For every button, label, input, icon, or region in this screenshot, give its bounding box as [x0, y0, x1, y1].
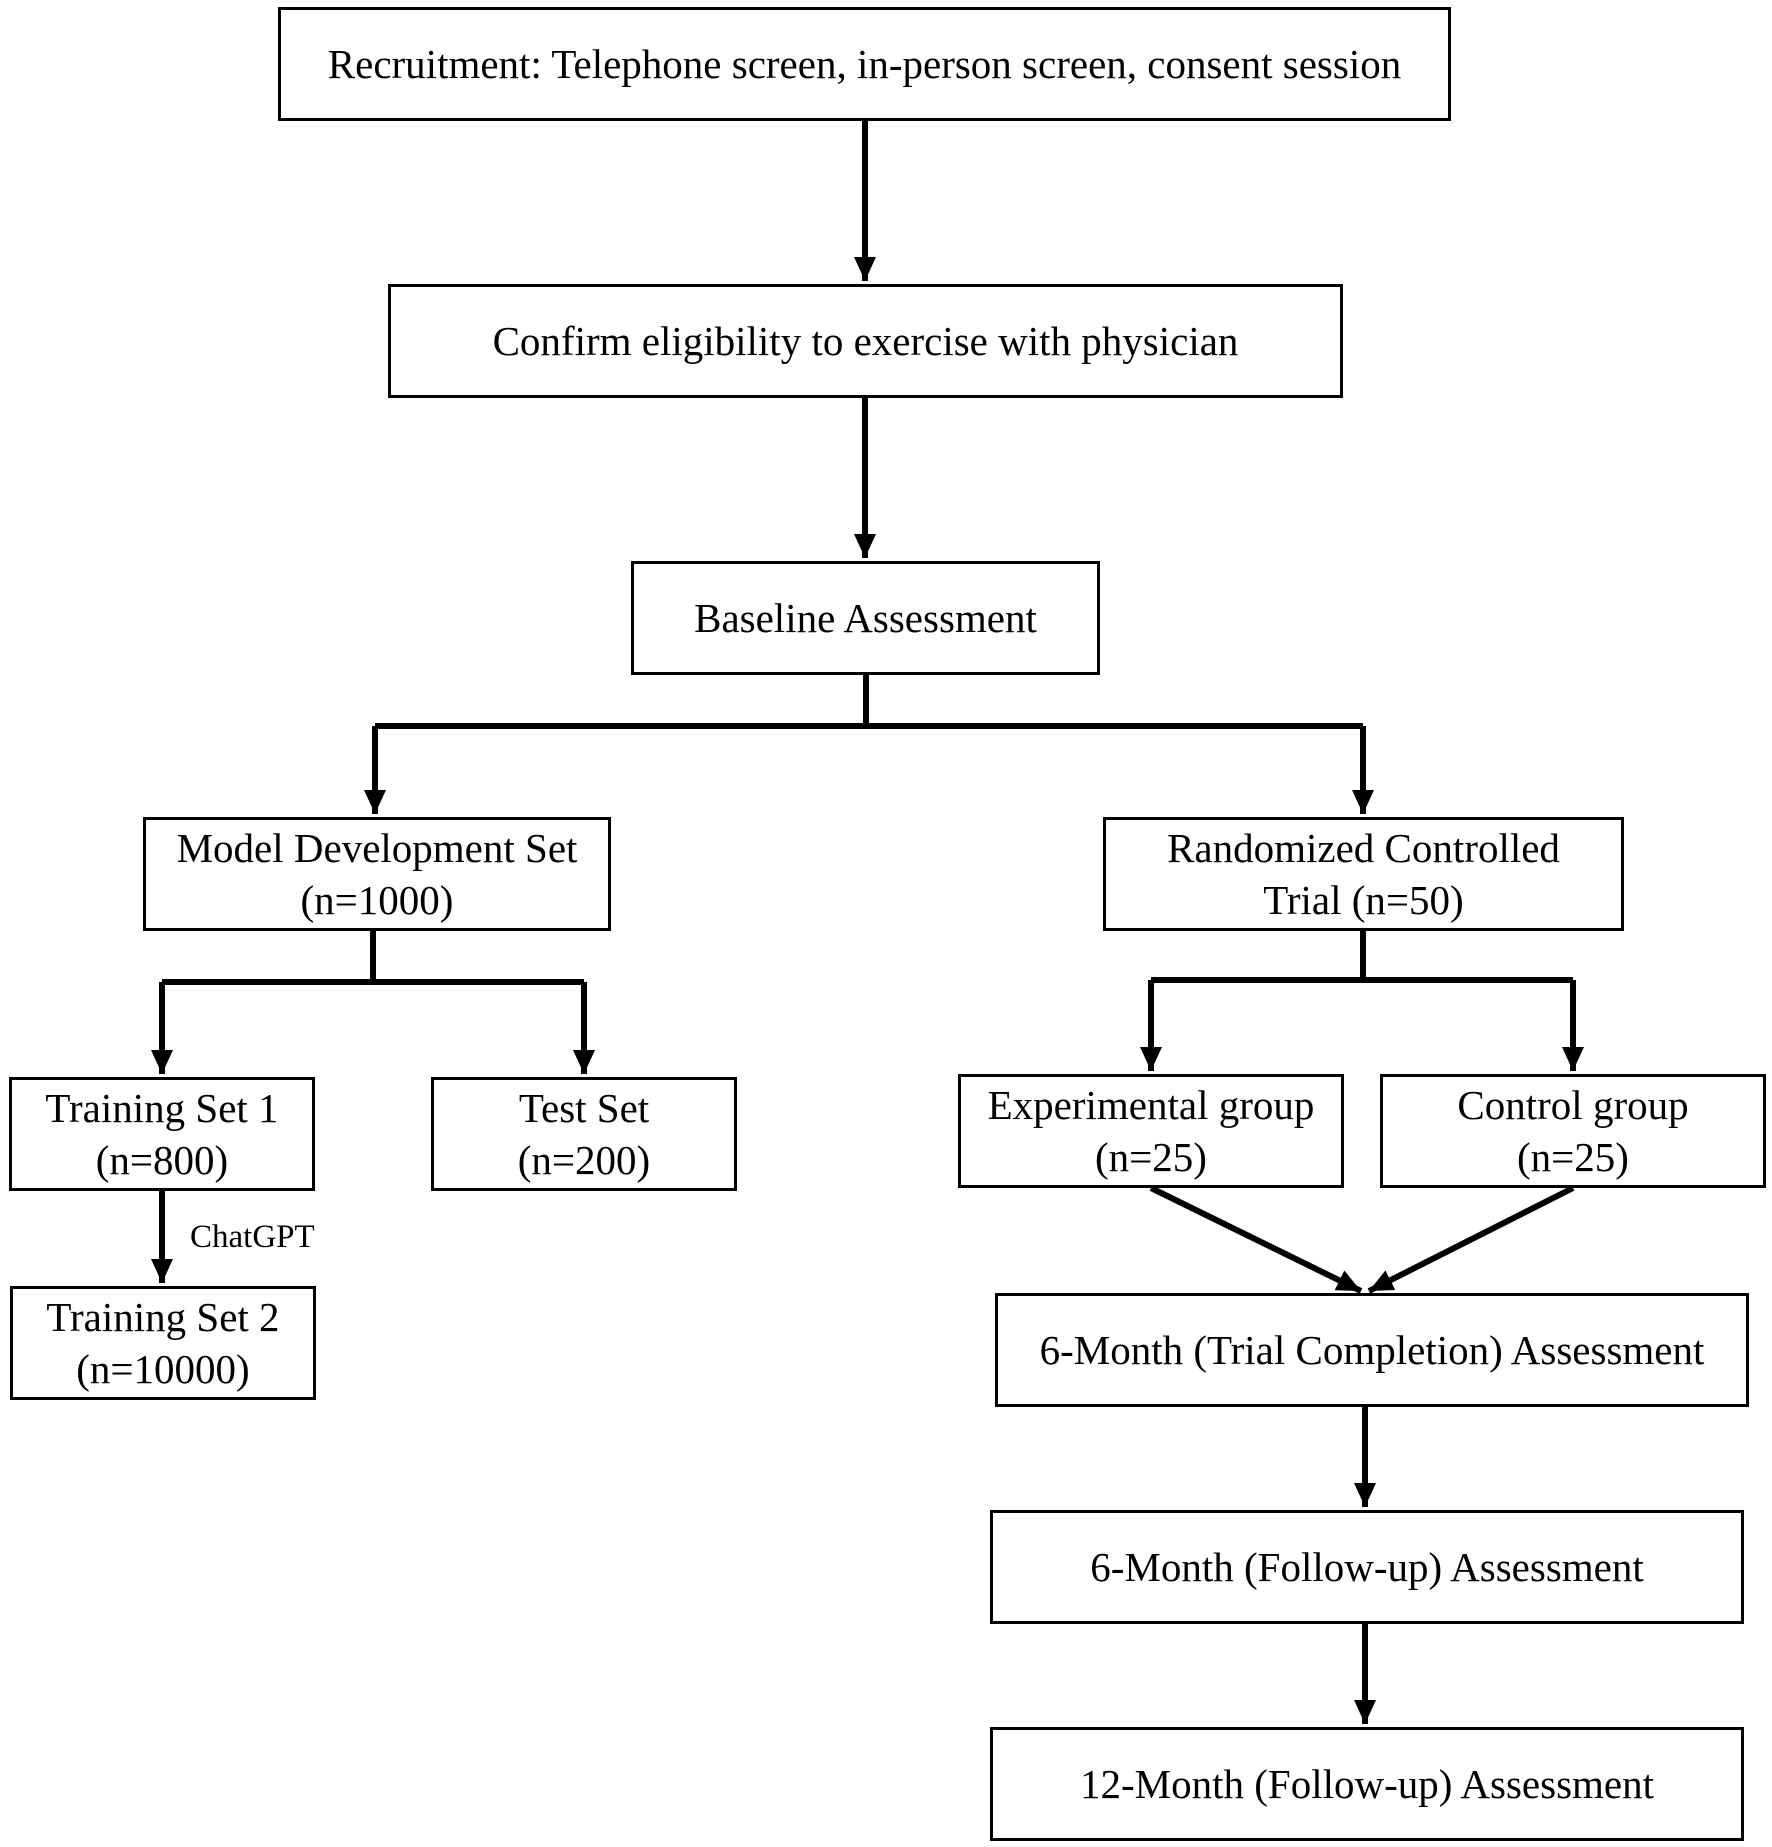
node-control-group-line-2: (n=25) — [1517, 1134, 1629, 1180]
node-baseline-assessment-line-1: Baseline Assessment — [694, 595, 1037, 641]
node-12-month-follow-up-assessment-line-1: 12-Month (Follow-up) Assessment — [1080, 1761, 1654, 1807]
node-baseline-assessment: Baseline Assessment — [631, 561, 1100, 675]
node-randomized-controlled-trial-line-1: Randomized Controlled — [1167, 825, 1560, 871]
node-6-month-follow-up-assessment-line-1: 6-Month (Follow-up) Assessment — [1090, 1544, 1644, 1590]
node-randomized-controlled-trial-line-2: Trial (n=50) — [1263, 877, 1464, 923]
node-6-month-follow-up-assessment: 6-Month (Follow-up) Assessment — [990, 1510, 1744, 1624]
node-training-set-2-line-1: Training Set 2 — [46, 1294, 280, 1340]
node-control-group: Control group (n=25) — [1380, 1074, 1766, 1188]
node-model-development-set: Model Development Set (n=1000) — [143, 817, 611, 931]
node-experimental-group-line-2: (n=25) — [1095, 1134, 1207, 1180]
edge-rct-split — [1151, 931, 1573, 983]
node-experimental-group-line-1: Experimental group — [987, 1082, 1315, 1128]
node-test-set-line-2: (n=200) — [517, 1137, 651, 1183]
edge-baseline-split — [375, 675, 1363, 729]
edge-model-dev-split — [162, 931, 584, 985]
node-model-development-set-line-1: Model Development Set — [176, 825, 578, 871]
node-training-set-2: Training Set 2 (n=10000) — [10, 1286, 316, 1400]
node-model-development-set-line-2: (n=1000) — [300, 877, 454, 923]
node-training-set-1-line-2: (n=800) — [95, 1137, 229, 1183]
node-recruitment: Recruitment: Telephone screen, in-person… — [278, 7, 1451, 121]
node-recruitment-line-1: Recruitment: Telephone screen, in-person… — [327, 41, 1402, 87]
node-test-set: Test Set (n=200) — [431, 1077, 737, 1191]
node-control-group-line-1: Control group — [1457, 1082, 1689, 1128]
node-12-month-follow-up-assessment: 12-Month (Follow-up) Assessment — [990, 1727, 1744, 1841]
node-test-set-line-1: Test Set — [518, 1085, 650, 1131]
node-6-month-trial-completion-assessment: 6-Month (Trial Completion) Assessment — [995, 1293, 1749, 1407]
node-experimental-group: Experimental group (n=25) — [958, 1074, 1344, 1188]
edge-control-6m-trial — [1367, 1185, 1575, 1294]
node-confirm-eligibility: Confirm eligibility to exercise with phy… — [388, 284, 1343, 398]
node-randomized-controlled-trial: Randomized Controlled Trial (n=50) — [1103, 817, 1624, 931]
node-training-set-2-line-2: (n=10000) — [76, 1346, 250, 1392]
node-confirm-eligibility-line-1: Confirm eligibility to exercise with phy… — [492, 318, 1239, 364]
node-training-set-1: Training Set 1 (n=800) — [9, 1077, 315, 1191]
edge-label-chatgpt: ChatGPT — [190, 1219, 315, 1255]
edge-experimental-6m-trial — [1149, 1185, 1363, 1294]
node-6-month-trial-completion-assessment-line-1: 6-Month (Trial Completion) Assessment — [1039, 1327, 1705, 1373]
node-training-set-1-line-1: Training Set 1 — [45, 1085, 279, 1131]
